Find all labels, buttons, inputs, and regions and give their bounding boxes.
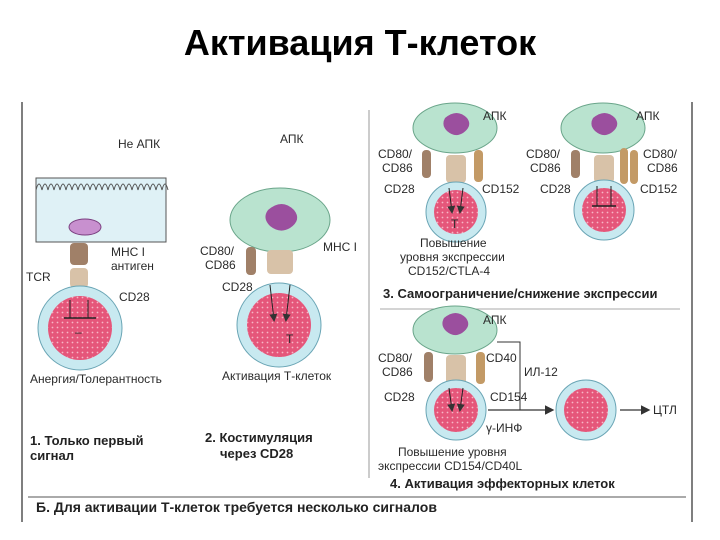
cd28-label: CD28 (222, 280, 253, 294)
cd86-right-b-label: CD86 (647, 161, 678, 175)
figure-footer-caption: Б. Для активации Т-клеток требуется неск… (36, 499, 437, 515)
apc-left-label: АПК (483, 109, 506, 123)
upregulation-line2: уровня экспрессии (400, 250, 505, 264)
ifn-label: γ-ИНФ (486, 421, 522, 435)
panel-2-costimulation: АПК CD80/ CD86 MHC I CD28 Т Активация Т-… (200, 132, 357, 461)
cd86-left-label: CD86 (382, 161, 413, 175)
cd86-label: CD86 (205, 258, 236, 272)
antigen-label: антиген (111, 259, 154, 273)
upregulation-line1: Повышение (420, 236, 487, 250)
cd28-label: CD28 (119, 290, 150, 304)
panel-1-caption-line2: сигнал (30, 448, 74, 463)
apc-nucleus-left (443, 113, 470, 136)
minus-sign: – (75, 325, 82, 339)
mhc-label: MHC I (111, 245, 145, 259)
not-apc-label: Не АПК (118, 137, 160, 151)
panel-1-caption-line1: 1. Только первый (30, 433, 143, 448)
activation-label: Активация Т-клеток (222, 369, 332, 383)
apc-nucleus (442, 313, 469, 336)
cd28-label: CD28 (384, 390, 415, 404)
cd152-left-label: CD152 (482, 182, 520, 196)
cd28-left-label: CD28 (384, 182, 415, 196)
apc-nucleus-right (591, 113, 618, 136)
mhc-label: MHC I (323, 240, 357, 254)
cd152-right-label: CD152 (640, 182, 678, 196)
apc-right-label: АПК (636, 109, 659, 123)
panel-3-caption: 3. Самоограничение/снижение экспрессии (383, 286, 658, 301)
anergy-label: Анергия/Толерантность (30, 372, 162, 386)
cd80-right-label: CD80/ (526, 147, 561, 161)
panel-2-caption-line1: 2. Костимуляция (205, 430, 313, 445)
tcr-label: TCR (26, 270, 51, 284)
upregulation-line2: экспрессии CD154/CD40L (378, 459, 522, 473)
panel-3-self-limitation: АПК АПК CD80/ CD86 CD28 CD152 CD80/ CD86… (378, 102, 678, 301)
cd40-label: CD40 (486, 351, 517, 365)
t-letter: Т (286, 332, 294, 346)
mhc-molecule (70, 243, 88, 265)
cd80-left-label: CD80/ (378, 147, 413, 161)
panel-2-caption-line2: через CD28 (220, 446, 293, 461)
nucleus (68, 218, 102, 236)
t-letter: Т (451, 217, 459, 231)
mhc-tcr-complex (267, 250, 293, 274)
cd86-label: CD86 (382, 365, 413, 379)
tcr-molecule (70, 268, 88, 288)
cd80-right-b-label: CD80/ (643, 147, 678, 161)
apc-label: АПК (483, 313, 506, 327)
figure-frame (21, 102, 693, 522)
microvilli (35, 183, 169, 191)
upregulation-line1: Повышение уровня (398, 445, 507, 459)
cd86-right-label: CD86 (530, 161, 561, 175)
cd152-molecule-left (474, 150, 483, 182)
ctl-label: ЦТЛ (653, 403, 677, 417)
cd40-cd154-molecule (476, 352, 485, 384)
apc-nucleus (265, 204, 298, 231)
page-title: Активация Т-клеток (183, 22, 537, 63)
panel-4-caption: 4. Активация эффекторных клеток (390, 476, 615, 491)
panel-4-effector-activation: АПК CD80/ CD86 CD40 ИЛ-12 CD28 CD154 γ-И… (378, 305, 677, 491)
cd154-label: CD154 (490, 390, 528, 404)
apc-label: АПК (280, 132, 303, 146)
cd80-cd86-molecule (246, 247, 256, 275)
panel-1-first-signal-only: Не АПК MHC I антиген TCR CD28 – Анергия/… (26, 137, 169, 463)
cd80-label: CD80/ (378, 351, 413, 365)
cd80-label: CD80/ (200, 244, 235, 258)
cd28-right-label: CD28 (540, 182, 571, 196)
upregulation-line3: CD152/CTLA-4 (408, 264, 490, 278)
il12-label: ИЛ-12 (524, 365, 558, 379)
